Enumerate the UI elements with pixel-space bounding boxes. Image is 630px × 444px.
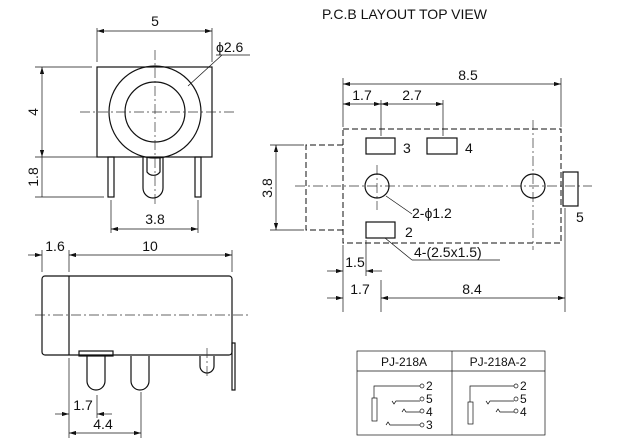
pin-label: 5: [426, 392, 433, 406]
pin-label: 5: [520, 392, 527, 406]
dim-pin-pitch: 3.8: [145, 211, 165, 227]
dim-front: 1.6: [45, 238, 65, 254]
dim-pcb-height: 3.8: [259, 178, 275, 198]
dim-hole: ϕ2.6: [216, 39, 244, 55]
pin-label: 2: [426, 379, 433, 393]
dim-height: 4: [25, 108, 41, 116]
dim-holes: 2-ϕ1.2: [412, 205, 452, 221]
dim-width: 5: [151, 13, 159, 29]
dim-d2: 2.7: [402, 87, 422, 103]
dim-length: 10: [142, 238, 158, 254]
front-view: 5 ϕ2.6 4 1.8 3.8: [25, 13, 250, 233]
pin-label: 4: [426, 405, 433, 419]
pin-label: 4: [520, 405, 527, 419]
table-header-2: PJ-218A-2: [470, 355, 527, 369]
pin-label: 2: [520, 379, 527, 393]
pin-label: 3: [426, 418, 433, 432]
dim-pin2: 4.4: [93, 416, 113, 432]
dim-pin-length: 1.8: [25, 167, 41, 187]
dim-d1: 1.7: [352, 87, 372, 103]
wiring-table: PJ-218A PJ-218A-2 2 5 4 3 2 5 4: [356, 350, 546, 436]
table-header-1: PJ-218A: [381, 355, 427, 369]
pad-label-2: 2: [405, 224, 413, 240]
pad-label-5: 5: [576, 209, 584, 225]
side-view: 1.6 10 1.7 4.4: [28, 238, 248, 438]
pcb-layout: P.C.B LAYOUT TOP VIEW 3 4 5 2 8.5 1.7 2.…: [259, 6, 592, 312]
dim-pin1: 1.7: [73, 397, 93, 413]
schematic-1: 2 5 4 3: [371, 379, 433, 432]
pad-label-4: 4: [465, 140, 473, 156]
dim-d5: 8.4: [462, 281, 482, 297]
dim-overall: 8.5: [458, 67, 478, 83]
dim-pads: 4-(2.5x1.5): [414, 244, 482, 260]
pcb-title: P.C.B LAYOUT TOP VIEW: [322, 6, 488, 22]
dim-d4: 1.7: [350, 281, 370, 297]
dim-d3: 1.5: [345, 254, 365, 270]
pad-label-3: 3: [403, 140, 411, 156]
schematic-2: 2 5 4: [467, 379, 527, 425]
